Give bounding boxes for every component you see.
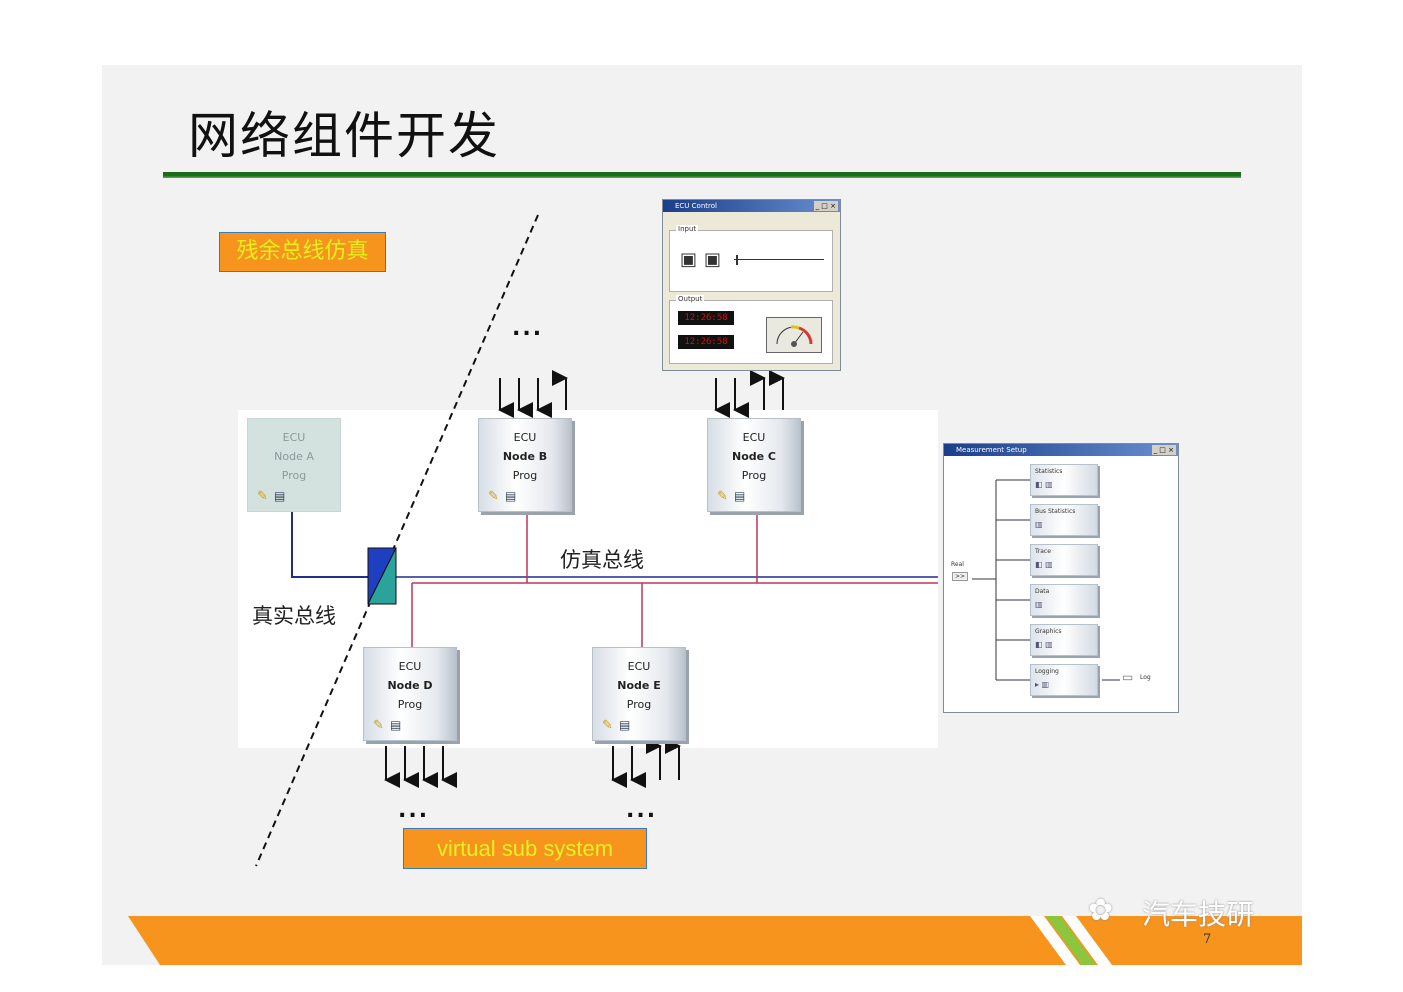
ellipsis-bottom-left: ...: [398, 798, 430, 823]
slider-handle[interactable]: [736, 255, 738, 265]
node-d-arrows: [384, 746, 457, 788]
title-underline: [163, 172, 1241, 178]
gateway-icon: [367, 547, 397, 605]
trace-block[interactable]: Trace◧ ▥: [1030, 544, 1098, 576]
switch-icon[interactable]: ▣: [704, 249, 722, 270]
stack-icon: ▤: [505, 489, 517, 503]
ecu-node-b: ECU Node B Prog ✎ ▤: [478, 418, 572, 512]
node-c-arrows: [714, 370, 785, 418]
bus-statistics-block[interactable]: Bus Statistics▥: [1030, 504, 1098, 536]
ecu-node-a: ECU Node A Prog ✎ ▤: [247, 418, 341, 512]
ecu-control-window: ECU Control _ □ × Input ▣ ▣ Output 12:26…: [662, 199, 841, 371]
ellipsis-bottom-right: ...: [626, 798, 658, 823]
statistics-block[interactable]: Statistics◧ ▥: [1030, 464, 1098, 496]
switch-icon[interactable]: ▣: [680, 249, 698, 270]
watermark-text: 汽车技研: [1142, 898, 1255, 931]
pencil-icon: ✎: [488, 489, 499, 504]
gauge-icon: [766, 317, 822, 353]
window-buttons[interactable]: _ □ ×: [813, 201, 838, 211]
pencil-icon: ✎: [602, 718, 613, 733]
ellipsis-top: ...: [512, 316, 544, 341]
input-slider[interactable]: [734, 259, 824, 260]
log-label: Log: [1140, 674, 1151, 681]
sim-bus-label: 仿真总线: [560, 548, 644, 572]
input-group: Input ▣ ▣: [669, 225, 833, 292]
graphics-block[interactable]: Graphics◧ ▥: [1030, 624, 1098, 656]
log-file-icon: ▭: [1122, 670, 1134, 684]
ecu-node-d: ECU Node D Prog ✎ ▤: [363, 647, 457, 741]
real-bus-line: [291, 512, 368, 578]
pencil-icon: ✎: [373, 718, 384, 733]
virtual-sub-system-tag: virtual sub system: [403, 828, 647, 869]
measurement-tree-lines: [972, 479, 1120, 681]
ecu-control-titlebar: ECU Control _ □ ×: [663, 200, 840, 212]
window-buttons[interactable]: _ □ ×: [1151, 445, 1176, 455]
real-virtual-boundary-line: [255, 214, 539, 867]
node-b-arrows: [498, 370, 568, 418]
source-block[interactable]: >>: [952, 572, 969, 581]
stack-icon: ▤: [619, 718, 631, 732]
node-e-arrows: [611, 738, 681, 788]
stack-icon: ▤: [734, 489, 746, 503]
pencil-icon: ✎: [257, 489, 268, 504]
ecu-node-e: ECU Node E Prog ✎ ▤: [592, 647, 686, 741]
ecu-node-c: ECU Node C Prog ✎ ▤: [707, 418, 801, 512]
wechat-icon: ✿: [1088, 893, 1114, 928]
led-display-1: 12:26:58: [678, 311, 734, 325]
output-group: Output 12:26:58 12:26:58: [669, 295, 833, 364]
pencil-icon: ✎: [717, 489, 728, 504]
measurement-titlebar: Measurement Setup _ □ ×: [944, 444, 1178, 456]
real-bus-label: 真实总线: [252, 604, 336, 628]
led-display-2: 12:26:58: [678, 335, 734, 349]
stack-icon: ▤: [390, 718, 402, 732]
page-number: 7: [1203, 932, 1212, 947]
measurement-setup-window: Measurement Setup _ □ × Real >> Statisti…: [943, 443, 1179, 713]
residual-bus-simulation-tag: 残余总线仿真: [219, 232, 386, 272]
data-block[interactable]: Data▥: [1030, 584, 1098, 616]
stack-icon: ▤: [274, 489, 286, 503]
diagram-board: [238, 410, 938, 748]
real-source-label: Real: [951, 561, 964, 568]
logging-block[interactable]: Logging▸ ▥: [1030, 664, 1098, 696]
slide-title: 网络组件开发: [188, 107, 500, 165]
